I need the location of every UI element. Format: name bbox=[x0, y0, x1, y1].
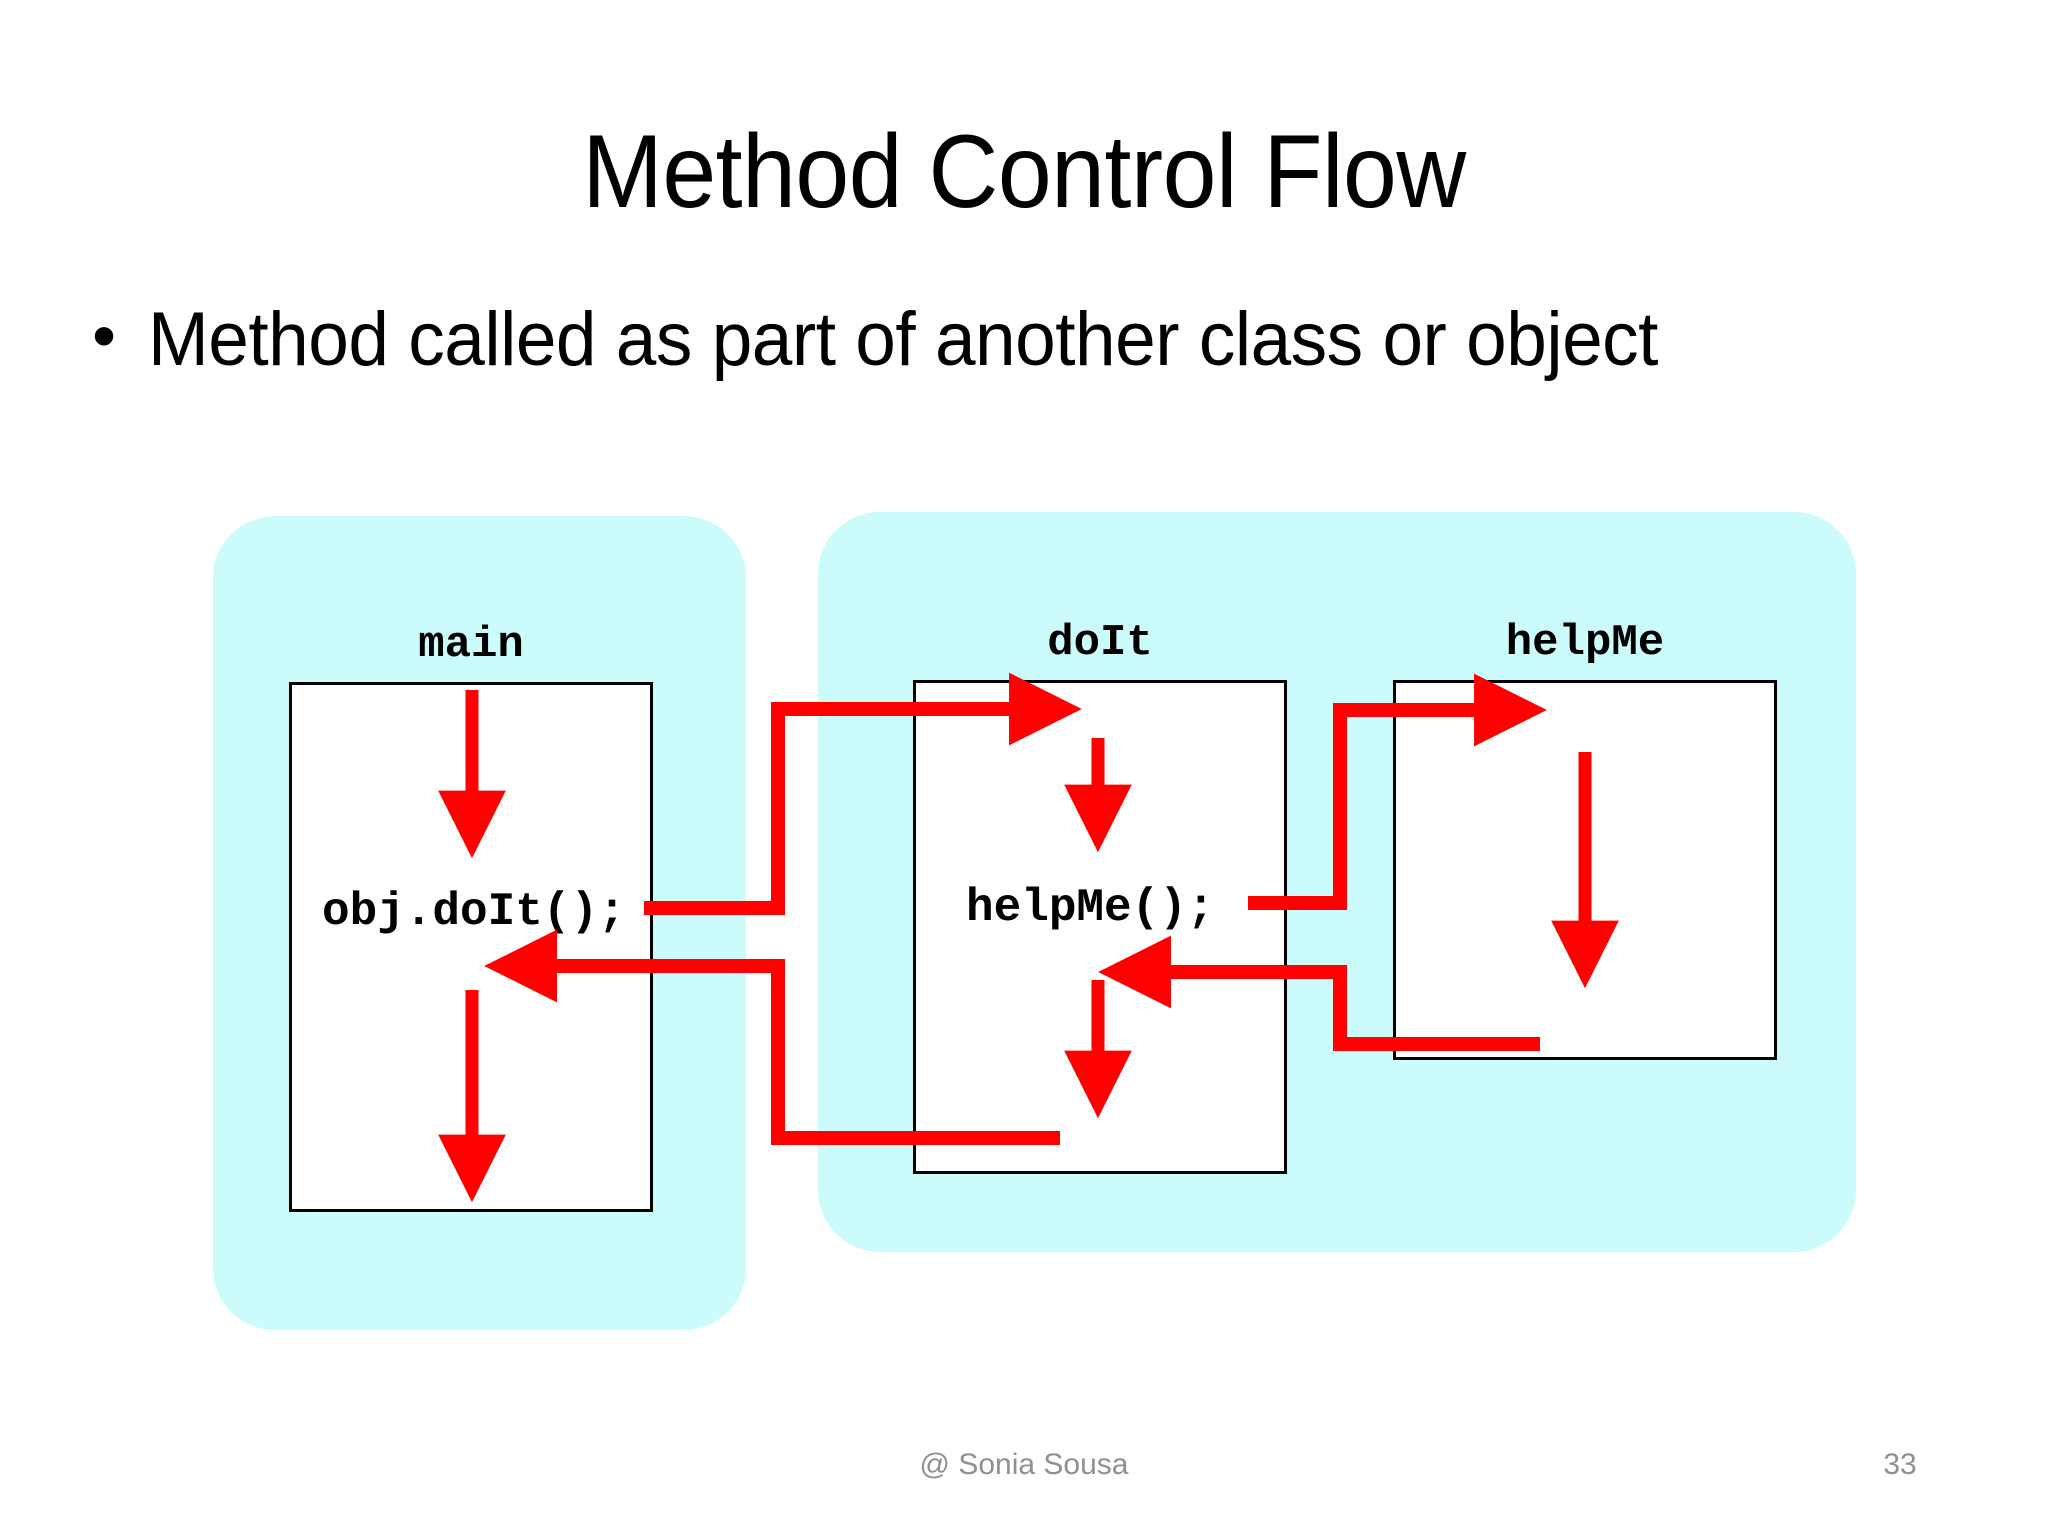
bullet-marker-icon: • bbox=[92, 298, 116, 374]
method-label-helpme: helpMe bbox=[1505, 618, 1665, 668]
method-label-main: main bbox=[418, 620, 524, 670]
method-box-helpme bbox=[1393, 680, 1777, 1060]
method-box-main bbox=[289, 682, 653, 1212]
page-title: Method Control Flow bbox=[582, 114, 1466, 230]
footer-author: @ Sonia Sousa bbox=[919, 1448, 1129, 1481]
statement-helpme: helpMe(); bbox=[966, 882, 1215, 934]
footer-page-number: 33 bbox=[1883, 1448, 1917, 1481]
bullet-text: Method called as part of another class o… bbox=[148, 297, 1658, 382]
method-label-doit: doIt bbox=[1047, 618, 1153, 668]
bullet-list: • Method called as part of another class… bbox=[60, 300, 1960, 380]
statement-obj-doit: obj.doIt(); bbox=[322, 886, 626, 938]
